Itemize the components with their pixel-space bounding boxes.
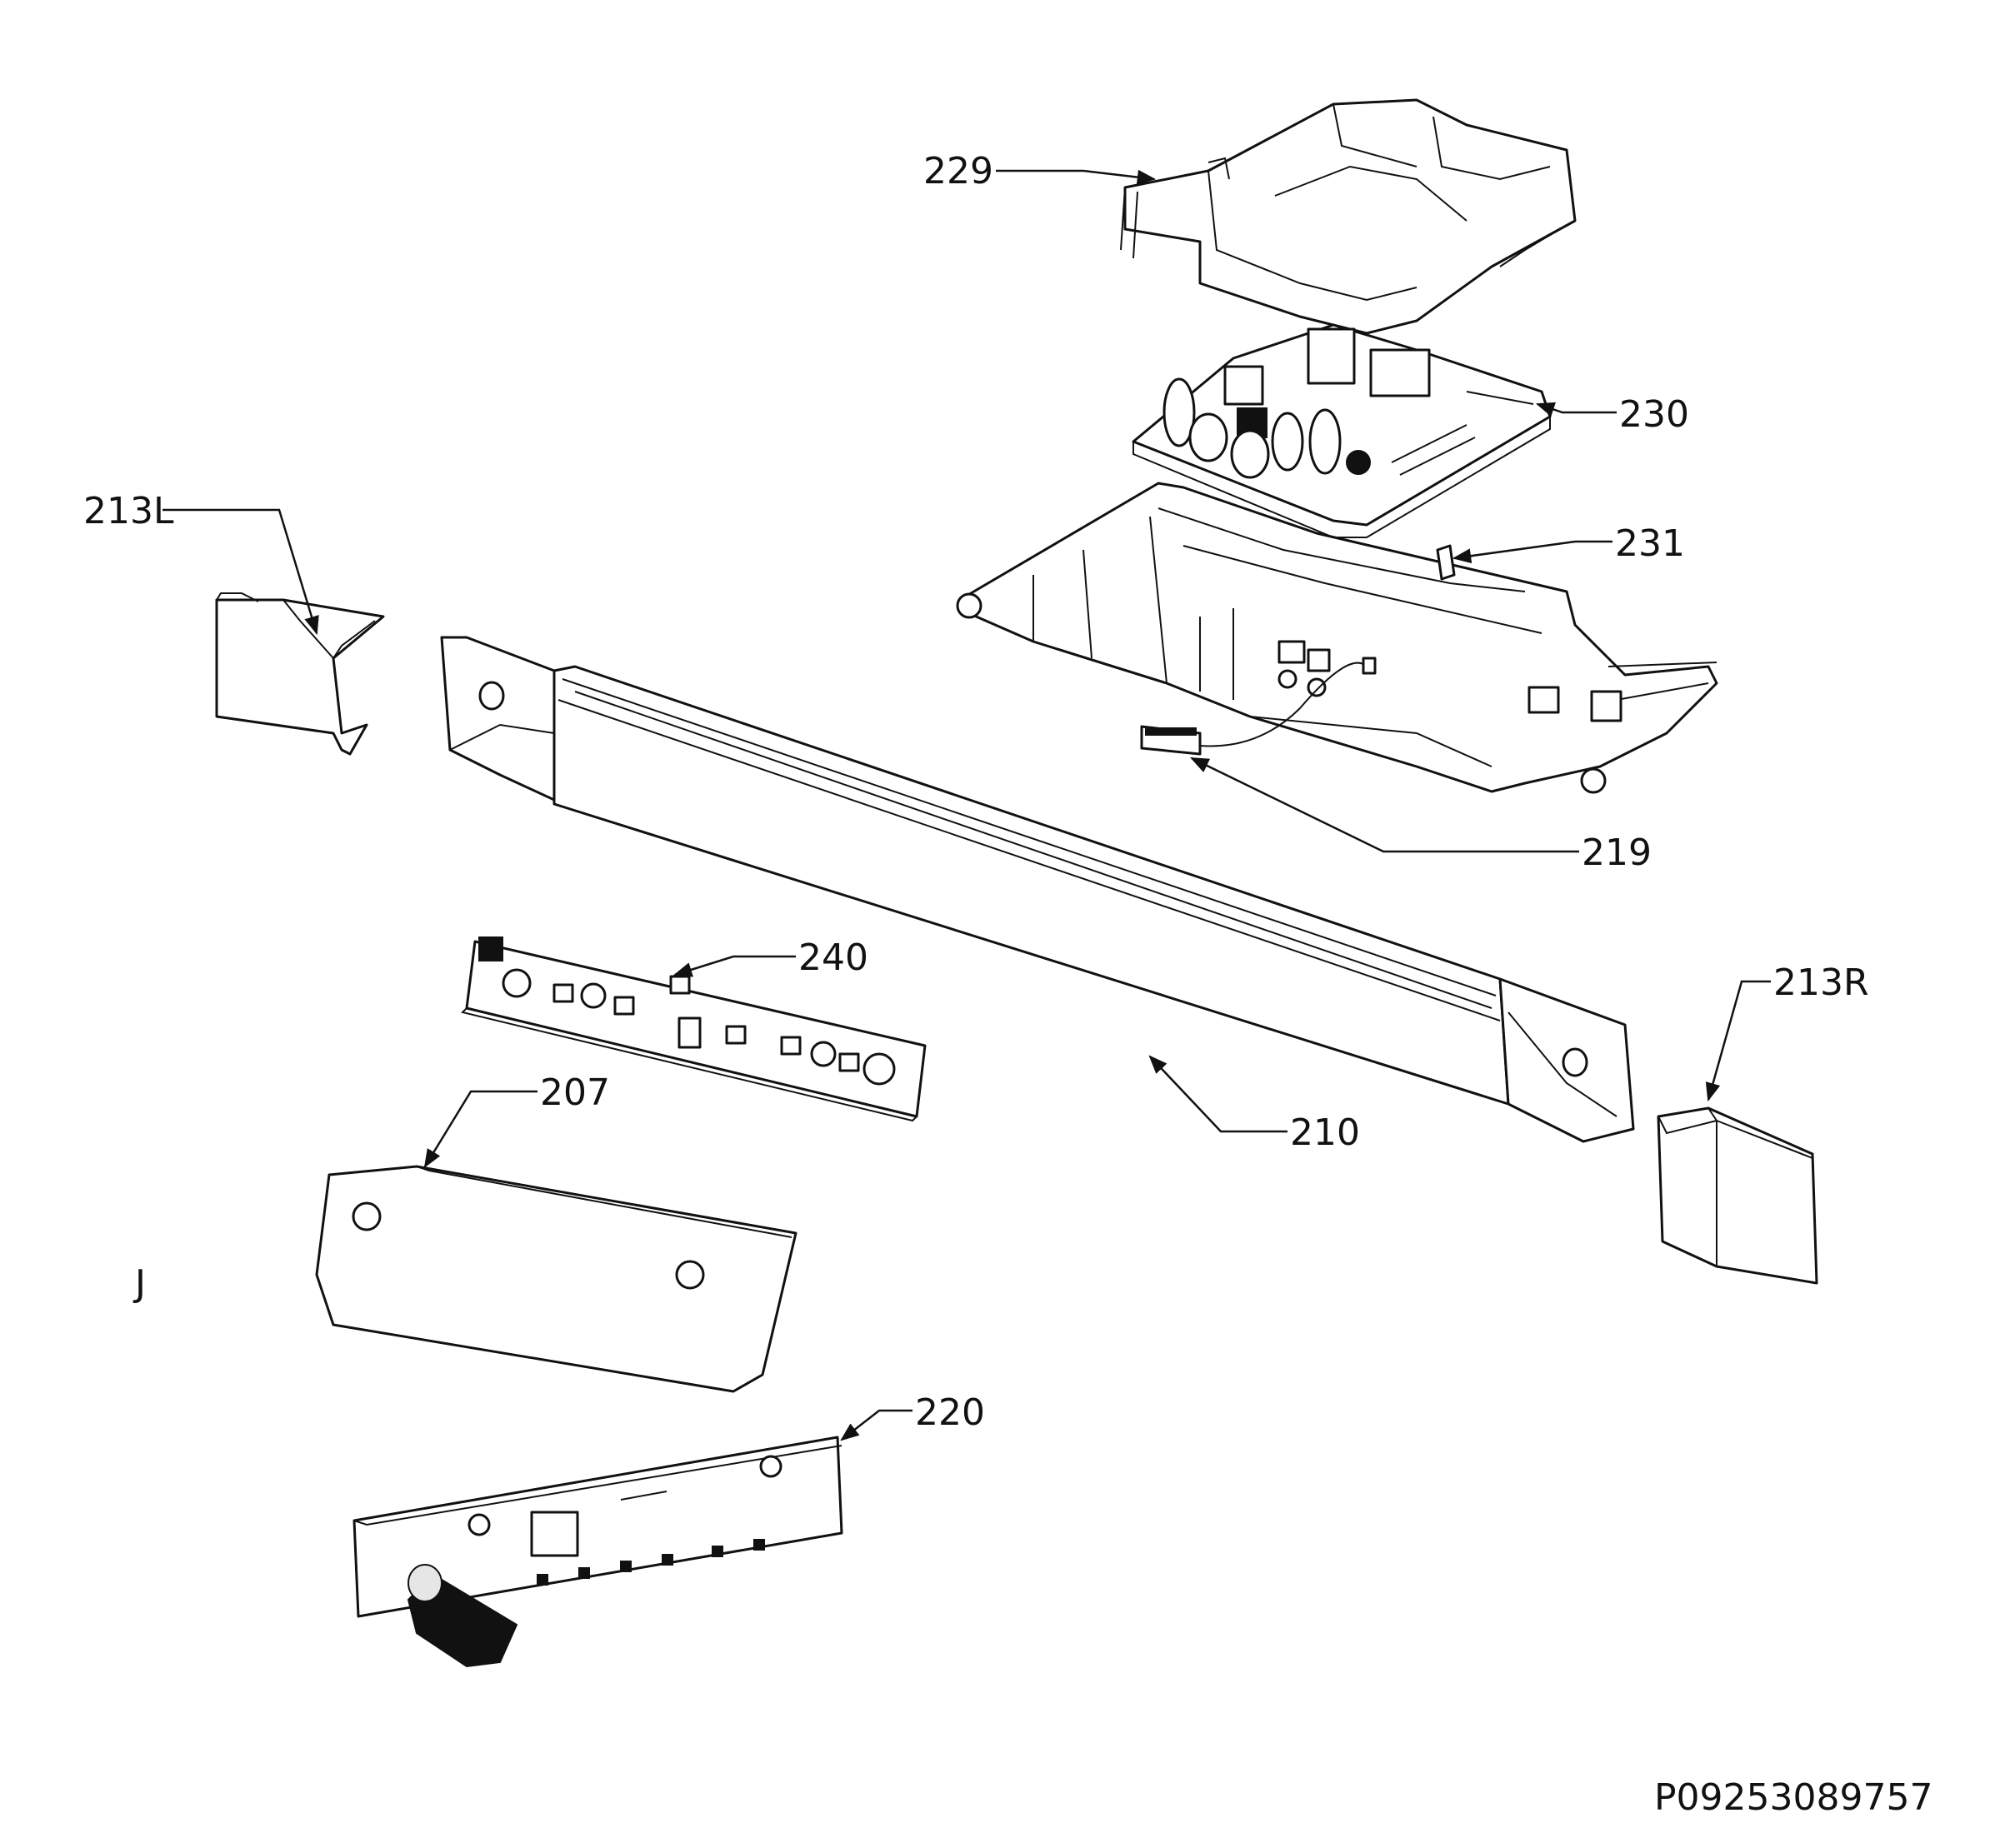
callout-220: 220 — [915, 1391, 985, 1434]
callout-229: 229 — [923, 150, 993, 192]
part-213L-left-end-cap — [215, 592, 385, 756]
callout-210: 210 — [1290, 1111, 1360, 1154]
callout-231: 231 — [1615, 522, 1685, 565]
part-240-indicator-pcb — [461, 936, 927, 1122]
leader-207 — [423, 1090, 538, 1168]
leader-219 — [1189, 757, 1579, 853]
callout-230: 230 — [1619, 393, 1689, 436]
callout-labels: 229 230 231 213L 219 240 213R 207 210 22… — [83, 150, 1869, 1434]
part-231-housing-frame — [956, 482, 1718, 794]
part-210-front-bar — [440, 636, 1635, 1143]
document-id: P09253089757 — [1654, 1776, 1932, 1819]
leader-220 — [840, 1409, 912, 1441]
part-220-control-pcb — [352, 1436, 843, 1668]
callout-240: 240 — [798, 936, 868, 979]
callout-213R: 213R — [1773, 961, 1869, 1004]
leader-230 — [1535, 402, 1617, 417]
stray-mark: J — [132, 1262, 146, 1305]
callout-213L: 213L — [83, 490, 174, 532]
callout-219: 219 — [1582, 832, 1652, 874]
leader-213L — [162, 508, 319, 636]
part-230-main-pcb — [1132, 323, 1552, 538]
leader-210 — [1148, 1055, 1288, 1133]
leader-240 — [672, 955, 796, 977]
leader-213R — [1705, 980, 1771, 1102]
part-213R-right-end-cap — [1657, 1106, 1818, 1285]
part-229-cover — [1120, 98, 1577, 335]
leader-lines — [162, 169, 1771, 1441]
leader-231 — [1452, 540, 1612, 564]
part-219-sensor — [1140, 657, 1377, 756]
leader-229 — [996, 169, 1157, 185]
part-207-handle-trim — [315, 1165, 798, 1393]
callout-207: 207 — [540, 1071, 610, 1114]
